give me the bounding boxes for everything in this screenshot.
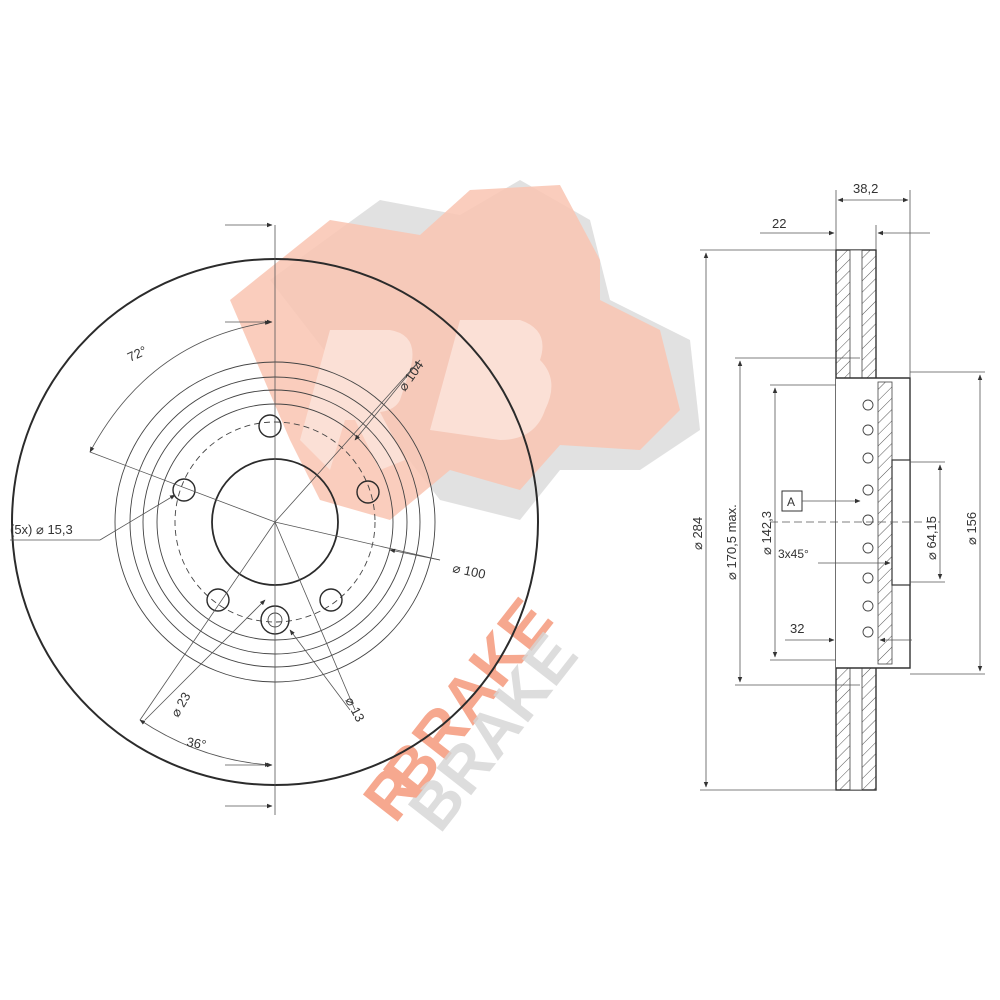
dim-23-line xyxy=(144,599,266,721)
dim-13-line xyxy=(289,629,351,711)
label-diameter-170: ⌀ 170,5 max. xyxy=(724,504,739,580)
vent-hole xyxy=(862,514,874,526)
label-chamfer: 3x45° xyxy=(778,547,809,561)
angle-36-arc xyxy=(139,719,271,767)
label-angle-36: 36° xyxy=(185,734,207,752)
watermark-logo-letters xyxy=(300,320,552,470)
vent-hole xyxy=(862,626,874,638)
label-bolt-holes: (5x) ⌀ 15,3 xyxy=(10,522,73,537)
vent-hole xyxy=(862,484,874,496)
label-diameter-64: ⌀ 64,15 xyxy=(924,516,939,560)
front-view: (5x) ⌀ 15,3 72° ⌀ 104 ⌀ 100 ⌀ 23 ⌀ 13 36… xyxy=(10,222,539,815)
label-diameter-142: ⌀ 142,3 xyxy=(759,511,774,555)
vent-hole xyxy=(862,572,874,584)
label-diameter-284: ⌀ 284 xyxy=(690,517,705,550)
label-datum: A xyxy=(787,495,795,509)
label-diameter-156: ⌀ 156 xyxy=(964,512,979,545)
bolt-hole xyxy=(258,414,282,438)
label-angle-72: 72° xyxy=(125,343,149,365)
angle-72-arc xyxy=(89,320,271,453)
label-depth-32: 32 xyxy=(790,621,804,636)
vent-hole xyxy=(862,542,874,554)
bolt-hole-leader-2 xyxy=(99,494,176,541)
bolt-hole xyxy=(206,588,230,612)
label-width-22: 22 xyxy=(772,216,786,231)
rbrake-watermark: BRAKE BRAKE R xyxy=(230,180,700,844)
vent-hole xyxy=(862,399,874,411)
centerline-36 xyxy=(139,521,276,721)
centerline-100 xyxy=(274,521,441,561)
dim-100-line xyxy=(389,548,441,561)
label-diameter-13: ⌀ 13 xyxy=(342,694,367,724)
dim-104-line xyxy=(354,359,421,441)
centerline-13 xyxy=(274,521,356,711)
bolt-hole xyxy=(172,478,196,502)
label-diameter-100: ⌀ 100 xyxy=(451,560,487,582)
bolt-hole xyxy=(319,588,343,612)
centerline-104 xyxy=(274,359,421,523)
vent-hole xyxy=(862,600,874,612)
vent-holes xyxy=(862,399,874,638)
bolt-hole xyxy=(356,480,380,504)
section-view: A 38,2 22 ⌀ 284 ⌀ 170,5 max. ⌀ 142,3 3x4… xyxy=(690,181,985,791)
hub-face xyxy=(891,459,911,586)
hat-wall-hatch xyxy=(877,381,893,665)
vent-hole xyxy=(862,452,874,464)
label-width-38: 38,2 xyxy=(853,181,878,196)
centerline-72 xyxy=(89,451,276,523)
vent-hole xyxy=(862,424,874,436)
